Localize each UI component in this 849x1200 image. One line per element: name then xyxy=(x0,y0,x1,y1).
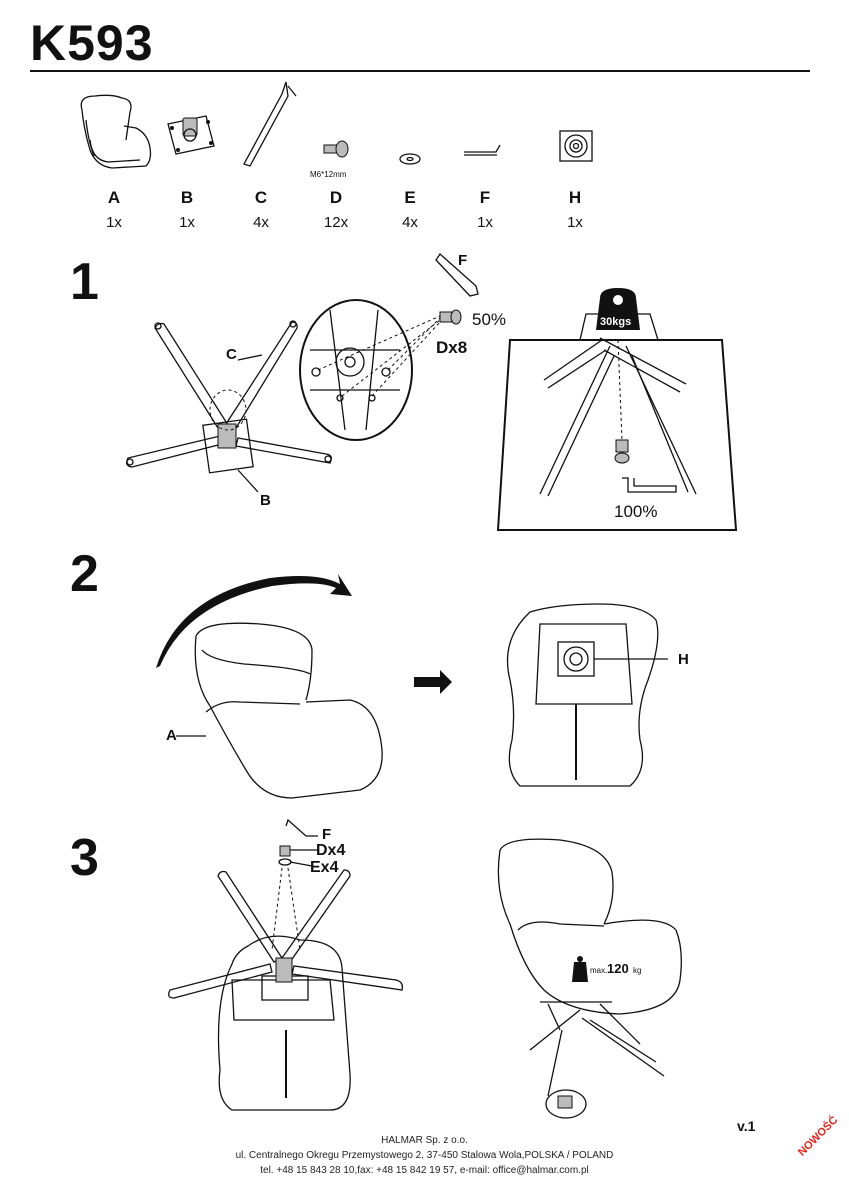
mounting-plate-icon xyxy=(559,130,593,162)
footer-contact: tel. +48 15 843 28 10,fax: +48 15 842 19… xyxy=(260,1165,589,1176)
part-letter: F xyxy=(479,188,491,207)
weight-label: 30kgs xyxy=(600,316,632,328)
part-letter: B xyxy=(180,188,194,207)
step3-final-chair-drawing xyxy=(497,838,682,1119)
title-divider xyxy=(30,70,810,72)
washer-icon xyxy=(399,153,421,165)
footer-company: HALMAR Sp. z o.o. xyxy=(381,1135,468,1146)
label-h: H xyxy=(678,651,689,668)
torque-half: 50% xyxy=(472,310,507,329)
label-f: F xyxy=(322,826,332,843)
label-e: Ex4 xyxy=(310,859,339,876)
part-qty: 4x xyxy=(253,214,269,231)
label-c: C xyxy=(226,346,237,363)
step1-base-drawing xyxy=(126,320,332,493)
part-qty: 12x xyxy=(323,214,349,231)
step2-chair-drawing xyxy=(156,574,383,799)
part-letter: D xyxy=(329,188,343,207)
step-number: 1 xyxy=(70,253,99,311)
label-d: Dx8 xyxy=(436,338,468,357)
step2-underside-drawing xyxy=(506,603,668,787)
arrow-right-icon xyxy=(414,670,452,694)
step1-zoom-drawing xyxy=(299,253,479,441)
max-load-value: 120 xyxy=(607,961,629,976)
footer-address: ul. Centralnego Okregu Przemystowego 2, … xyxy=(235,1150,614,1161)
step1-weight-drawing xyxy=(496,288,738,531)
bolt-icon xyxy=(323,140,349,158)
step3-assembly-drawing xyxy=(168,818,404,1111)
part-qty: 4x xyxy=(402,214,418,231)
label-a: A xyxy=(166,727,177,744)
allen-key-icon xyxy=(464,144,501,156)
part-qty: 1x xyxy=(567,214,583,231)
footer: HALMAR Sp. z o.o. ul. Centralnego Okregu… xyxy=(0,1133,849,1178)
part-letter: A xyxy=(107,188,121,207)
label-b: B xyxy=(260,492,271,509)
part-qty: 1x xyxy=(106,214,122,231)
part-letter: C xyxy=(254,188,268,207)
part-qty: 1x xyxy=(477,214,493,231)
max-load-unit: kg xyxy=(633,966,642,975)
armchair-icon xyxy=(80,94,152,169)
version-label: v.1 xyxy=(737,1118,756,1134)
label-d: Dx4 xyxy=(316,842,346,859)
page-title: K593 xyxy=(30,15,154,71)
torque-full: 100% xyxy=(614,502,658,521)
swivel-plate-icon xyxy=(167,115,215,155)
part-letter: E xyxy=(404,188,416,207)
leg-icon xyxy=(243,81,297,167)
bolt-size: M6*12mm xyxy=(310,170,347,179)
step-number: 3 xyxy=(70,829,99,887)
step-number: 2 xyxy=(70,545,99,603)
max-load-prefix: max. xyxy=(590,966,608,975)
part-letter: H xyxy=(568,188,582,207)
part-qty: 1x xyxy=(179,214,195,231)
label-f: F xyxy=(458,252,468,269)
